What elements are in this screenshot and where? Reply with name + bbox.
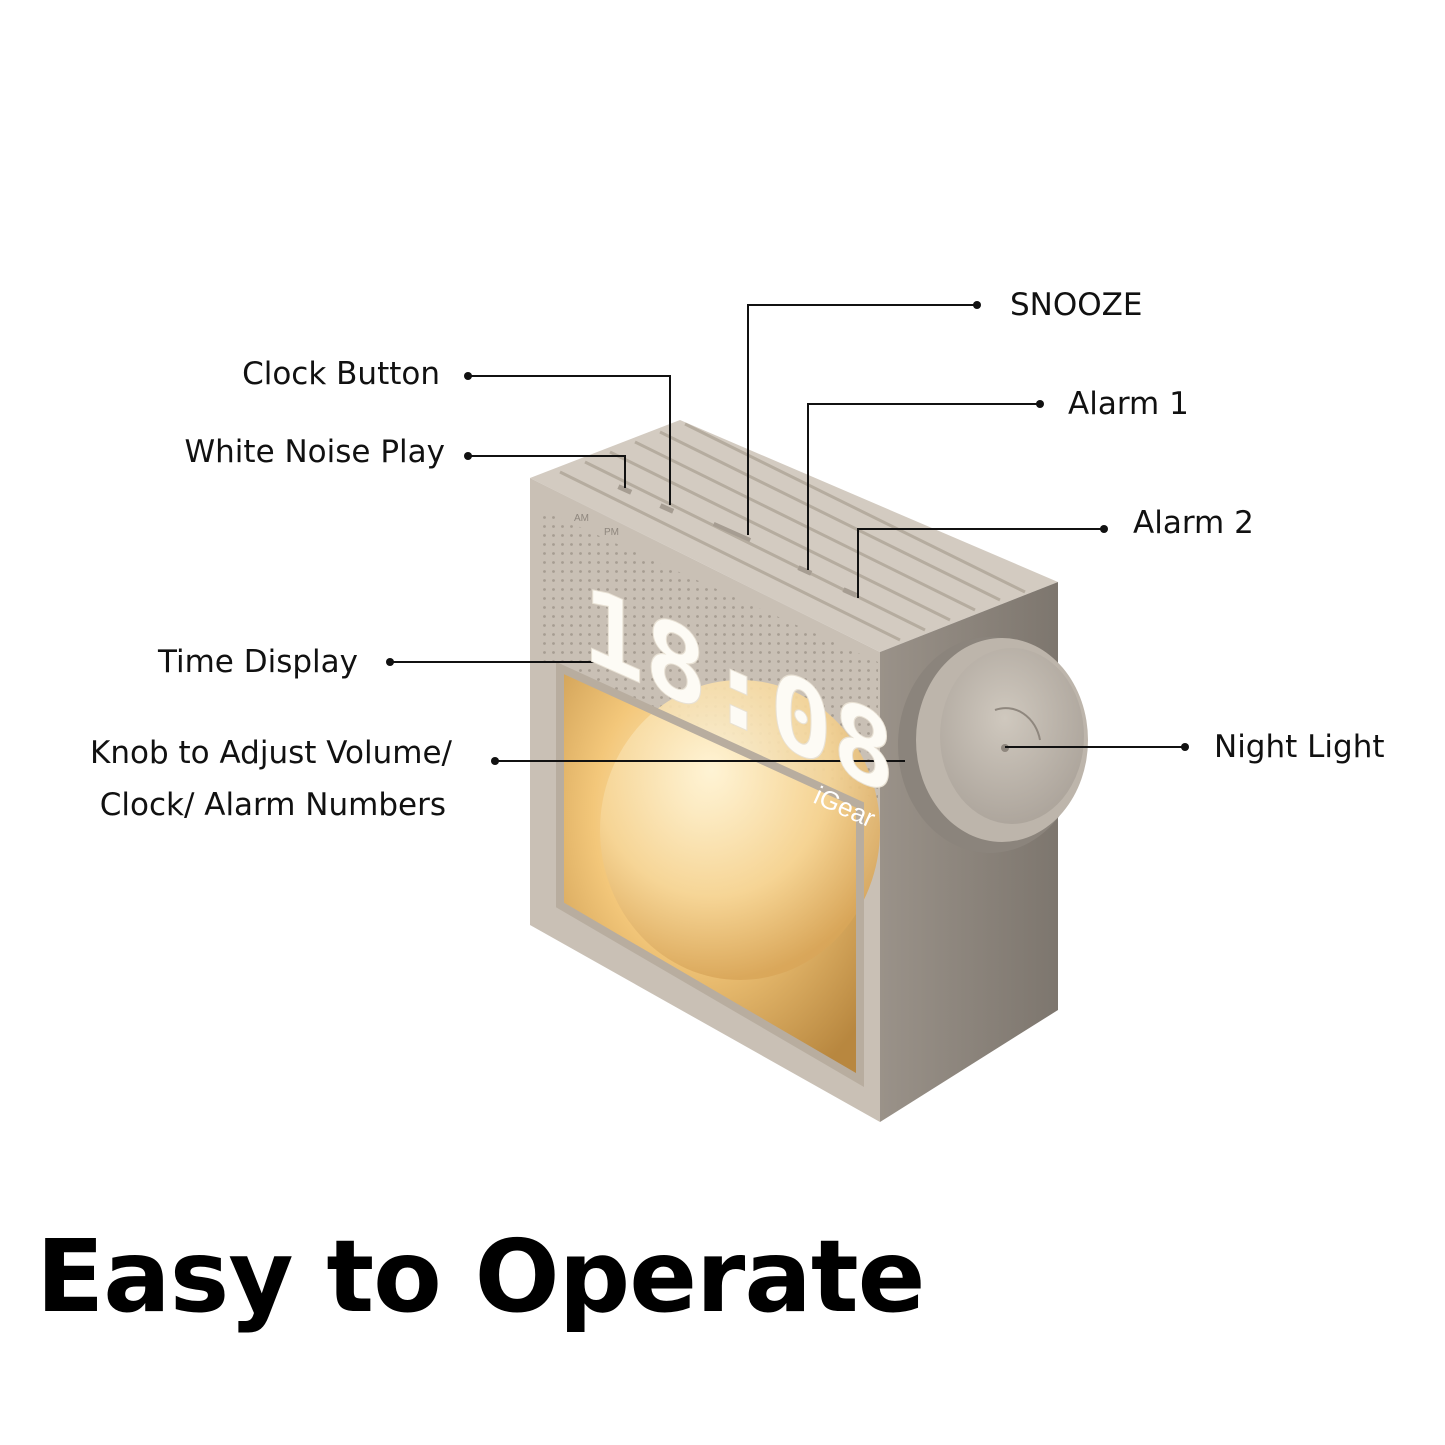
top-ridges (559, 422, 1026, 642)
am-indicator: AM (574, 513, 589, 524)
pm-indicator: PM (604, 527, 619, 538)
page-headline: Easy to Operate (36, 1218, 925, 1335)
night-light-frame (556, 661, 864, 1087)
moon-lamp (600, 680, 880, 980)
label-snooze: SNOOZE (1010, 287, 1143, 323)
label-knob-line-1: Knob to Adjust Volume/ (90, 735, 453, 771)
label-alarm-2: Alarm 2 (1133, 505, 1254, 541)
label-knob-line-2: Clock/ Alarm Numbers (100, 787, 446, 823)
label-alarm-1: Alarm 1 (1068, 386, 1189, 422)
volume-knob[interactable] (898, 637, 1088, 853)
label-clock-button: Clock Button (242, 356, 440, 392)
top-button-marks (617, 484, 858, 598)
label-night-light: Night Light (1214, 729, 1385, 765)
label-time-display: Time Display (157, 644, 358, 680)
leader-lines (386, 301, 1189, 765)
label-white-noise-play: White Noise Play (185, 434, 446, 470)
